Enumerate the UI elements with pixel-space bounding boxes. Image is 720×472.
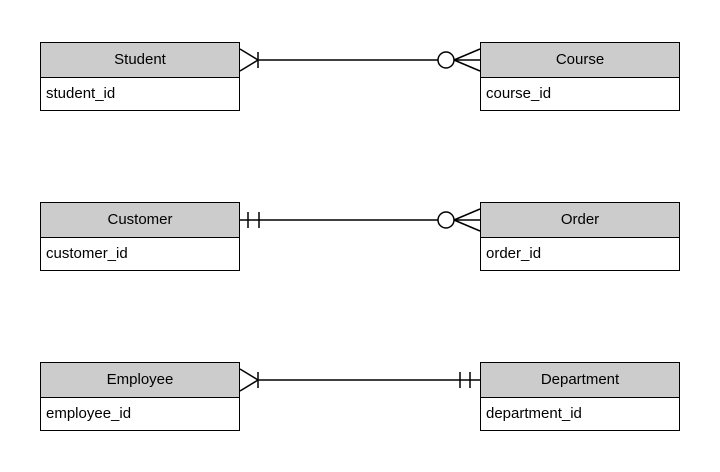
zero-or-many-icon: [437, 208, 481, 232]
entity-employee-title[interactable]: Employee: [41, 363, 239, 398]
crow-foot-upper-prong: [239, 368, 259, 381]
entity-course-attribute[interactable]: course_id: [481, 78, 679, 110]
relationship-student-course[interactable]: [239, 48, 481, 72]
entity-customer[interactable]: Customer customer_id: [40, 202, 240, 271]
crow-foot-upper-prong: [239, 48, 259, 61]
zero-circle-icon: [437, 51, 455, 69]
crow-foot-lower-prong: [453, 59, 481, 72]
entity-department-attribute[interactable]: department_id: [481, 398, 679, 430]
zero-or-many-icon: [437, 48, 481, 72]
entity-course[interactable]: Course course_id: [480, 42, 680, 111]
zero-circle-icon: [437, 211, 455, 229]
entity-order-title[interactable]: Order: [481, 203, 679, 238]
entity-department[interactable]: Department department_id: [480, 362, 680, 431]
entity-department-title[interactable]: Department: [481, 363, 679, 398]
crow-foot-lower-prong: [239, 59, 259, 72]
exactly-one-icon: [247, 212, 260, 228]
crow-foot-upper-prong: [453, 208, 481, 221]
relationship-employee-department[interactable]: [239, 368, 480, 392]
entity-course-title[interactable]: Course: [481, 43, 679, 78]
entity-student-attribute[interactable]: student_id: [41, 78, 239, 110]
relationship-customer-order[interactable]: [240, 208, 481, 232]
exactly-one-icon: [459, 372, 471, 388]
entity-student-title[interactable]: Student: [41, 43, 239, 78]
one-or-many-icon: [239, 48, 259, 72]
crow-foot-lower-prong: [239, 379, 259, 392]
entity-customer-title[interactable]: Customer: [41, 203, 239, 238]
entity-employee[interactable]: Employee employee_id: [40, 362, 240, 431]
one-or-many-icon: [239, 368, 259, 392]
entity-order-attribute[interactable]: order_id: [481, 238, 679, 270]
entity-customer-attribute[interactable]: customer_id: [41, 238, 239, 270]
entity-employee-attribute[interactable]: employee_id: [41, 398, 239, 430]
crow-foot-lower-prong: [453, 219, 481, 232]
entity-student[interactable]: Student student_id: [40, 42, 240, 111]
crow-foot-upper-prong: [453, 48, 481, 61]
entity-order[interactable]: Order order_id: [480, 202, 680, 271]
